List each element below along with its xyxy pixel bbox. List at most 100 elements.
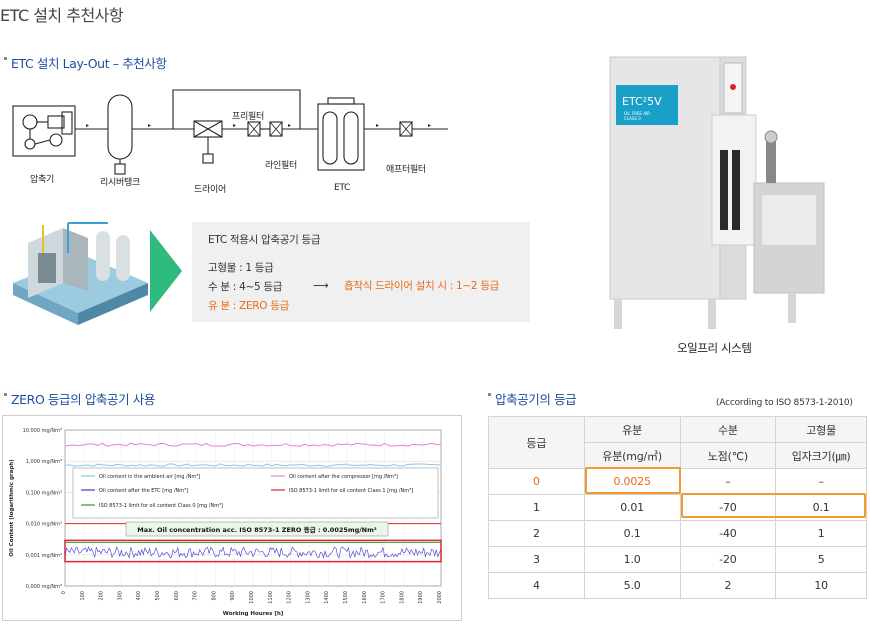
y-tick-label: 0,010 mg/Nm³ [26, 522, 62, 528]
row-water: – [679, 468, 777, 495]
x-tick-label: 500 [155, 591, 161, 601]
table-row: 4 5.0 2 10 [488, 572, 867, 599]
etc-grade-info-panel: ETC 적용시 압축공기 등급 고형물 : 1 등급 수 분 : 4~5 등급 … [192, 222, 530, 322]
air-grade-table: 등급 유분 수분 고형물 유분(mg/㎥) 노점(℃) 입자크기(㎛) 0 0.… [488, 416, 867, 599]
header-oil: 유분 [583, 416, 681, 443]
oil-content-chart: 10,000 mg/Nm³ 1,000 mg/Nm³ 0,100 mg/Nm³ 0,0… [9, 428, 443, 617]
product-caption: 오일프리 시스템 [677, 341, 752, 355]
product-brand-sub2: CLASS 0 [624, 116, 641, 121]
info-oil: 유 분 : ZERO 등급 [208, 300, 290, 312]
y-tick-label: 10,000 mg/Nm³ [23, 428, 62, 434]
receiver-tank-label: 리시버탱크 [100, 178, 140, 188]
dryer-label: 드라이어 [194, 185, 226, 195]
x-tick-label: 1200 [287, 591, 293, 604]
y-tick-label: 1,000 mg/Nm³ [26, 459, 62, 465]
chart-section-heading: ZERO 등급의 압축공기 사용 [4, 389, 155, 408]
product-brand-label: ETC²5V [622, 95, 662, 108]
svg-text:▸: ▸ [376, 122, 379, 129]
green-arrow-icon [150, 230, 182, 312]
svg-text:▸: ▸ [86, 122, 89, 129]
svg-text:▸: ▸ [428, 122, 431, 129]
x-tick-label: 400 [136, 591, 142, 601]
header-grade: 등급 [488, 416, 585, 469]
row-solid: 1 [775, 520, 867, 547]
x-tick-label: 1300 [305, 591, 311, 604]
row-oil: 0.0025 [583, 468, 681, 495]
legend-item: Oil content in the ambient air [mg /Nm³] [99, 474, 200, 480]
row-water: -70 [679, 494, 777, 521]
x-tick-label: 1100 [268, 591, 274, 604]
annotation-text: Max. Oil concentration acc. ISO 8573-1 Z… [137, 525, 377, 534]
table-row: 0 0.0025 – – [488, 468, 867, 495]
series-line-2 [64, 546, 442, 559]
row-grade: 4 [488, 572, 585, 599]
bullet-icon [4, 393, 7, 396]
row-oil: 1.0 [583, 546, 681, 573]
legend-item: Oil content after the ETC [mg /Nm³] [99, 488, 188, 494]
table-row: 2 0.1 -40 1 [488, 520, 867, 547]
compressor-symbol [12, 105, 76, 157]
row-grade: 3 [488, 546, 585, 573]
legend-box [72, 467, 439, 519]
table-row: 3 1.0 -20 5 [488, 546, 867, 573]
series-line-1 [64, 442, 442, 447]
x-tick-label: 800 [211, 591, 217, 601]
etc-zone-frame [64, 539, 442, 563]
header-oil-unit: 유분(mg/㎥) [583, 442, 681, 469]
row-water: 2 [679, 572, 777, 599]
row-grade: 2 [488, 520, 585, 547]
row-solid: 5 [775, 546, 867, 573]
oil-content-chart-frame: 10,000 mg/Nm³ 1,000 mg/Nm³ 0,100 mg/Nm³ 0,0… [2, 415, 462, 621]
iso-standard-note: (According to ISO 8573-1-2010) [716, 398, 853, 408]
table-row: 1 0.01 -70 0.1 [488, 494, 867, 521]
x-tick-label: 1600 [362, 591, 368, 604]
row-water: -40 [679, 520, 777, 547]
x-tick-label: 1700 [381, 591, 387, 604]
x-tick-label: 900 [230, 591, 236, 601]
header-solid-unit: 입자크기(㎛) [775, 442, 867, 469]
x-tick-label: 0 [61, 591, 67, 594]
annotation-box [125, 521, 389, 537]
legend-item: ISO 8573-1 limit for oil content Class 1… [289, 488, 413, 494]
x-tick-label: 1900 [418, 591, 424, 604]
etc-label: ETC [334, 183, 351, 193]
compressor-label: 압축기 [30, 175, 54, 185]
page-title: ETC 설치 추천사항 [0, 6, 124, 25]
layout-section-title: ETC 설치 Lay-Out – 추천사항 [11, 56, 167, 71]
header-solid: 고형물 [775, 416, 867, 443]
header-water-unit: 노점(℃) [679, 442, 777, 469]
svg-text:▸: ▸ [148, 122, 151, 129]
svg-text:▸: ▸ [233, 122, 236, 129]
product-brand-sub1: OIL FREE AIR [624, 111, 650, 116]
bullet-icon [488, 393, 491, 396]
row-solid: – [775, 468, 867, 495]
info-solid: 고형물 : 1 등급 [208, 262, 274, 274]
line-filter-label: 라인필터 [265, 161, 297, 171]
bullet-icon [4, 57, 7, 60]
arrow-right-icon: ⟶ [313, 279, 329, 292]
x-tick-label: 1400 [324, 591, 330, 604]
row-grade: 1 [488, 494, 585, 521]
receiver-tank-symbol [107, 94, 133, 160]
svg-text:▸: ▸ [288, 122, 291, 129]
row-oil: 0.01 [583, 494, 681, 521]
y-tick-label: 0,001 mg/Nm³ [26, 553, 62, 559]
x-tick-label: 100 [80, 591, 86, 601]
y-tick-label: 0,100 mg/Nm³ [26, 490, 62, 496]
row-solid: 10 [775, 572, 867, 599]
x-tick-label: 1800 [399, 591, 405, 604]
grade-section-heading: 압축공기의 등급 [488, 389, 577, 408]
layout-flow-diagram: ▸ ▸ ▸ ▸ ▸ ▸ [12, 89, 448, 175]
x-axis-label: Working Houres [h] [223, 611, 284, 617]
legend-item: Oil content after the compressor [mg /Nm… [289, 474, 398, 480]
legend-item: ISO 8573-1 limit for oil content Class 0… [99, 503, 223, 509]
x-tick-label: 200 [99, 591, 105, 601]
info-water: 수 분 : 4~5 등급 [208, 281, 283, 293]
row-oil: 5.0 [583, 572, 681, 599]
after-filter-label: 애프터필터 [386, 165, 426, 175]
x-tick-label: 1500 [343, 591, 349, 604]
installation-3d-illustration [13, 222, 148, 325]
layout-section-heading: ETC 설치 Lay-Out – 추천사항 [4, 53, 167, 72]
y-tick-label: 0,000 mg/Nm³ [26, 584, 62, 590]
series-line-0 [64, 463, 442, 467]
